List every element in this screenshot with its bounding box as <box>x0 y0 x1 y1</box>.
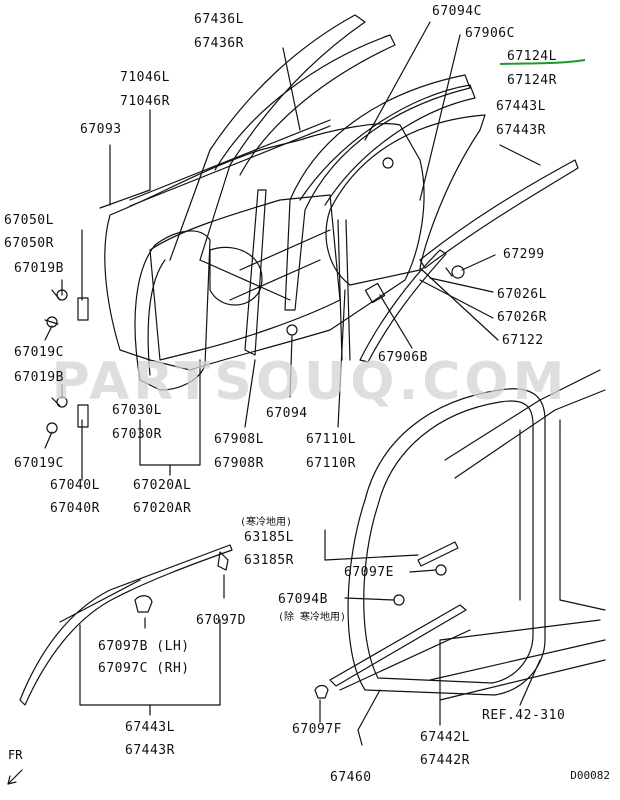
label-67094B: 67094B <box>278 592 328 607</box>
label-67094: 67094 <box>266 406 308 421</box>
label-67436L: 67436L <box>194 12 244 27</box>
label-67908L: 67908L <box>214 432 264 447</box>
label-67040L: 67040L <box>50 478 100 493</box>
label-63185R: 63185R <box>244 553 294 568</box>
door-window-frame <box>169 14 366 261</box>
label-67122: 67122 <box>502 333 544 348</box>
strip-63185 <box>417 541 459 567</box>
body-pillar <box>444 369 606 611</box>
clip-67097D <box>217 551 229 571</box>
label-67906C: 67906C <box>465 26 515 41</box>
door-outer-panel <box>104 123 425 371</box>
label-67097C-RH: 67097C (RH) <box>98 661 190 676</box>
fr-arrow-icon <box>7 769 23 785</box>
label-67299: 67299 <box>503 247 545 262</box>
label-67026R: 67026R <box>497 310 547 325</box>
clip-67097F <box>314 684 329 699</box>
scuff-plate-67442 <box>329 604 467 687</box>
label-67050L: 67050L <box>4 213 54 228</box>
label-67124R: 67124R <box>507 73 557 88</box>
label-63185L: 63185L <box>244 530 294 545</box>
label-67460: 67460 <box>330 770 372 785</box>
label-67110L: 67110L <box>306 432 356 447</box>
sash-strip-67908 <box>244 189 267 356</box>
label-67124L: 67124L <box>507 49 557 64</box>
sash-strip-67110 <box>337 219 351 361</box>
label-67443L-bottom: 67443L <box>125 720 175 735</box>
label-67442R: 67442R <box>420 753 470 768</box>
label-71046R: 71046R <box>120 94 170 109</box>
label-67019B-1: 67019B <box>14 261 64 276</box>
label-67030R: 67030R <box>112 427 162 442</box>
front-direction-label: FR <box>8 748 23 762</box>
label-67019C-2: 67019C <box>14 456 64 471</box>
ref-42-310: REF.42-310 <box>482 708 566 723</box>
label-67020AL: 67020AL <box>133 478 192 493</box>
label-67020AR: 67020AR <box>133 501 192 516</box>
label-67097B-LH: 67097B (LH) <box>98 639 190 654</box>
label-67097D: 67097D <box>196 613 246 628</box>
label-67030L: 67030L <box>112 403 162 418</box>
label-67019C-1: 67019C <box>14 345 64 360</box>
label-67443L-top: 67443L <box>496 99 546 114</box>
label-67442L: 67442L <box>420 730 470 745</box>
label-67093: 67093 <box>80 122 122 137</box>
label-67436R: 67436R <box>194 36 244 51</box>
label-67050R: 67050R <box>4 236 54 251</box>
label-67443R-top: 67443R <box>496 123 546 138</box>
glass-run-channel <box>284 74 471 311</box>
rear-channel-67906B <box>359 249 447 363</box>
label-67026L: 67026L <box>497 287 547 302</box>
belt-strip-71046 <box>129 119 331 207</box>
label-67097F: 67097F <box>292 722 342 737</box>
note-cold-climate: (寒冷地用) <box>240 517 293 528</box>
label-67110R: 67110R <box>306 456 356 471</box>
door-glass <box>325 114 486 286</box>
label-71046L: 71046L <box>120 70 170 85</box>
opening-weatherstrip-67460 <box>347 388 546 696</box>
door-weatherstrip <box>134 230 211 391</box>
label-67019B-2: 67019B <box>14 370 64 385</box>
diagram-code: D00082 <box>570 769 610 782</box>
label-67443R-bottom: 67443R <box>125 743 175 758</box>
label-67906B: 67906B <box>378 350 428 365</box>
highlight-underline <box>499 59 586 65</box>
belt-moulding-67443 <box>419 159 579 269</box>
note-except-cold-climate: (除 寒冷地用) <box>278 612 347 623</box>
watermark: PARTSOUQ.COM <box>51 352 569 412</box>
label-67908R: 67908R <box>214 456 264 471</box>
label-67094C: 67094C <box>432 4 482 19</box>
label-67040R: 67040R <box>50 501 100 516</box>
clip-67097BC <box>134 595 153 613</box>
label-67097E: 67097E <box>344 565 394 580</box>
